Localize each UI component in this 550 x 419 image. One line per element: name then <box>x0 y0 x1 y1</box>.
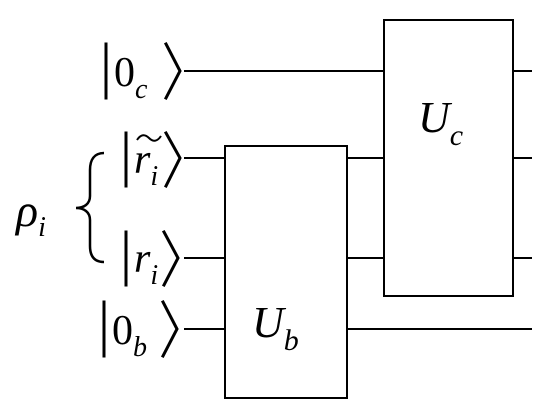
ket-0b-label: 0b <box>112 308 147 363</box>
gate-ub-label: Ub <box>252 298 299 357</box>
ket-r-label: ri <box>134 236 158 291</box>
wires <box>184 70 532 330</box>
ket-0c-angle <box>163 41 182 101</box>
ket-0b-angle <box>160 299 179 359</box>
gate-uc-box <box>383 19 514 297</box>
ket-0c-label: 0c <box>114 50 148 105</box>
rho-label: ρi <box>14 185 46 243</box>
tilde-mark <box>136 134 162 142</box>
gate-uc-label: Uc <box>418 93 463 152</box>
ket-rtilde-angle <box>163 130 182 189</box>
ket-brackets <box>102 41 182 359</box>
ket-rtilde-label: ri <box>134 137 158 192</box>
gate-ub-box <box>224 145 348 399</box>
curly-brace <box>75 151 105 264</box>
ket-r-angle <box>161 229 180 288</box>
